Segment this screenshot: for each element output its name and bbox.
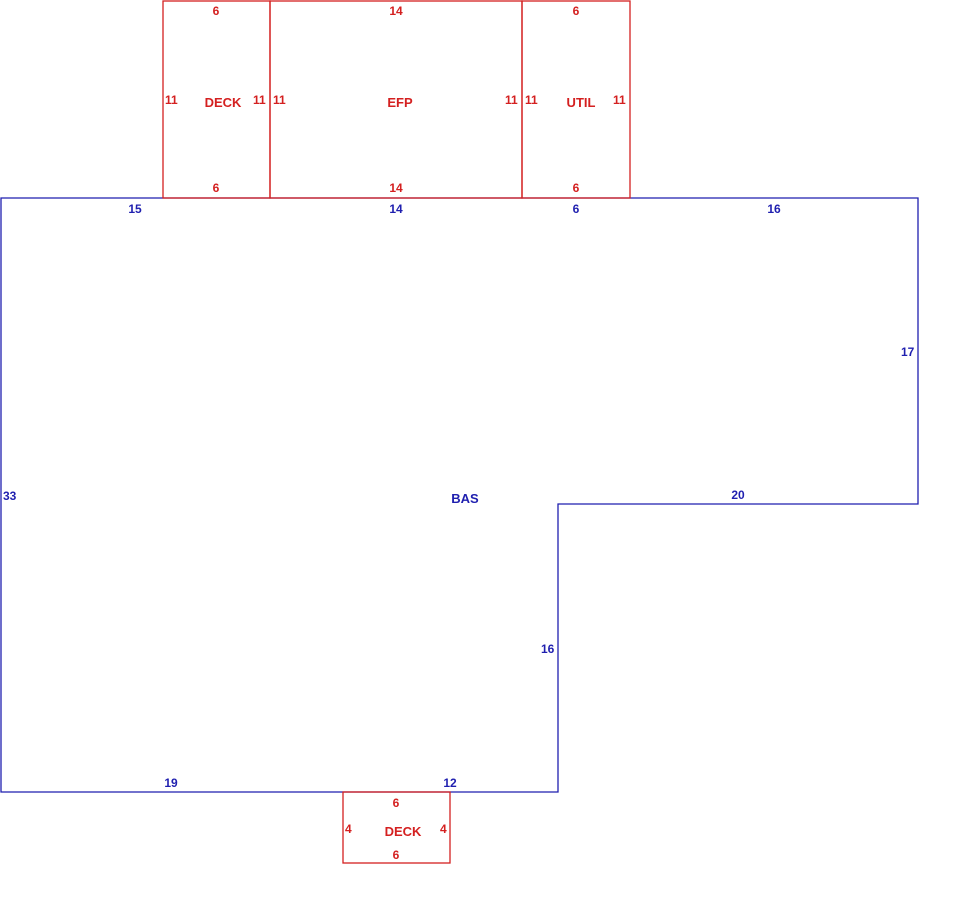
bas-dim-left: 33 — [3, 489, 17, 503]
util-outline — [521, 0, 631, 199]
bas-outline — [0, 197, 919, 793]
deck-bottom-dim-right: 4 — [440, 822, 447, 836]
bas-dim-right: 17 — [901, 345, 915, 359]
efp-dim-right: 11 — [505, 93, 518, 107]
bas-dim-notch-side: 16 — [541, 642, 555, 656]
bas-dim-top-mid: 14 — [389, 202, 403, 216]
bas-dim-top-left: 15 — [128, 202, 142, 216]
deck-top-dim-left: 11 — [165, 93, 178, 107]
bas-dim-notch-top: 20 — [731, 488, 745, 502]
deck-bottom-outline — [342, 791, 451, 864]
deck-top-dim-top: 6 — [212, 4, 220, 18]
util-dim-top: 6 — [572, 4, 580, 18]
bas-dim-top-right: 16 — [767, 202, 781, 216]
bas-label: BAS — [451, 491, 479, 506]
deck-top-label: DECK — [204, 95, 242, 110]
efp-dim-left: 11 — [273, 93, 286, 107]
deck-bottom-label: DECK — [384, 824, 422, 839]
util-dim-bottom: 6 — [572, 181, 580, 195]
util-dim-right: 11 — [613, 93, 626, 107]
deck-bottom-dim-bottom: 6 — [392, 848, 400, 862]
deck-bottom-dim-left: 4 — [345, 822, 352, 836]
deck-bottom-dim-top: 6 — [392, 796, 400, 810]
util-dim-left: 11 — [525, 93, 538, 107]
efp-dim-bottom: 14 — [389, 181, 403, 195]
util-label: UTIL — [566, 95, 596, 110]
deck-top-dim-right: 11 — [253, 93, 266, 107]
bas-dim-bottom-mid: 12 — [443, 776, 457, 790]
bas-dim-top-util: 6 — [572, 202, 580, 216]
bas-dim-bottom-left: 19 — [164, 776, 178, 790]
efp-label: EFP — [387, 95, 413, 110]
deck-top-dim-bottom: 6 — [212, 181, 220, 195]
efp-dim-top: 14 — [389, 4, 403, 18]
